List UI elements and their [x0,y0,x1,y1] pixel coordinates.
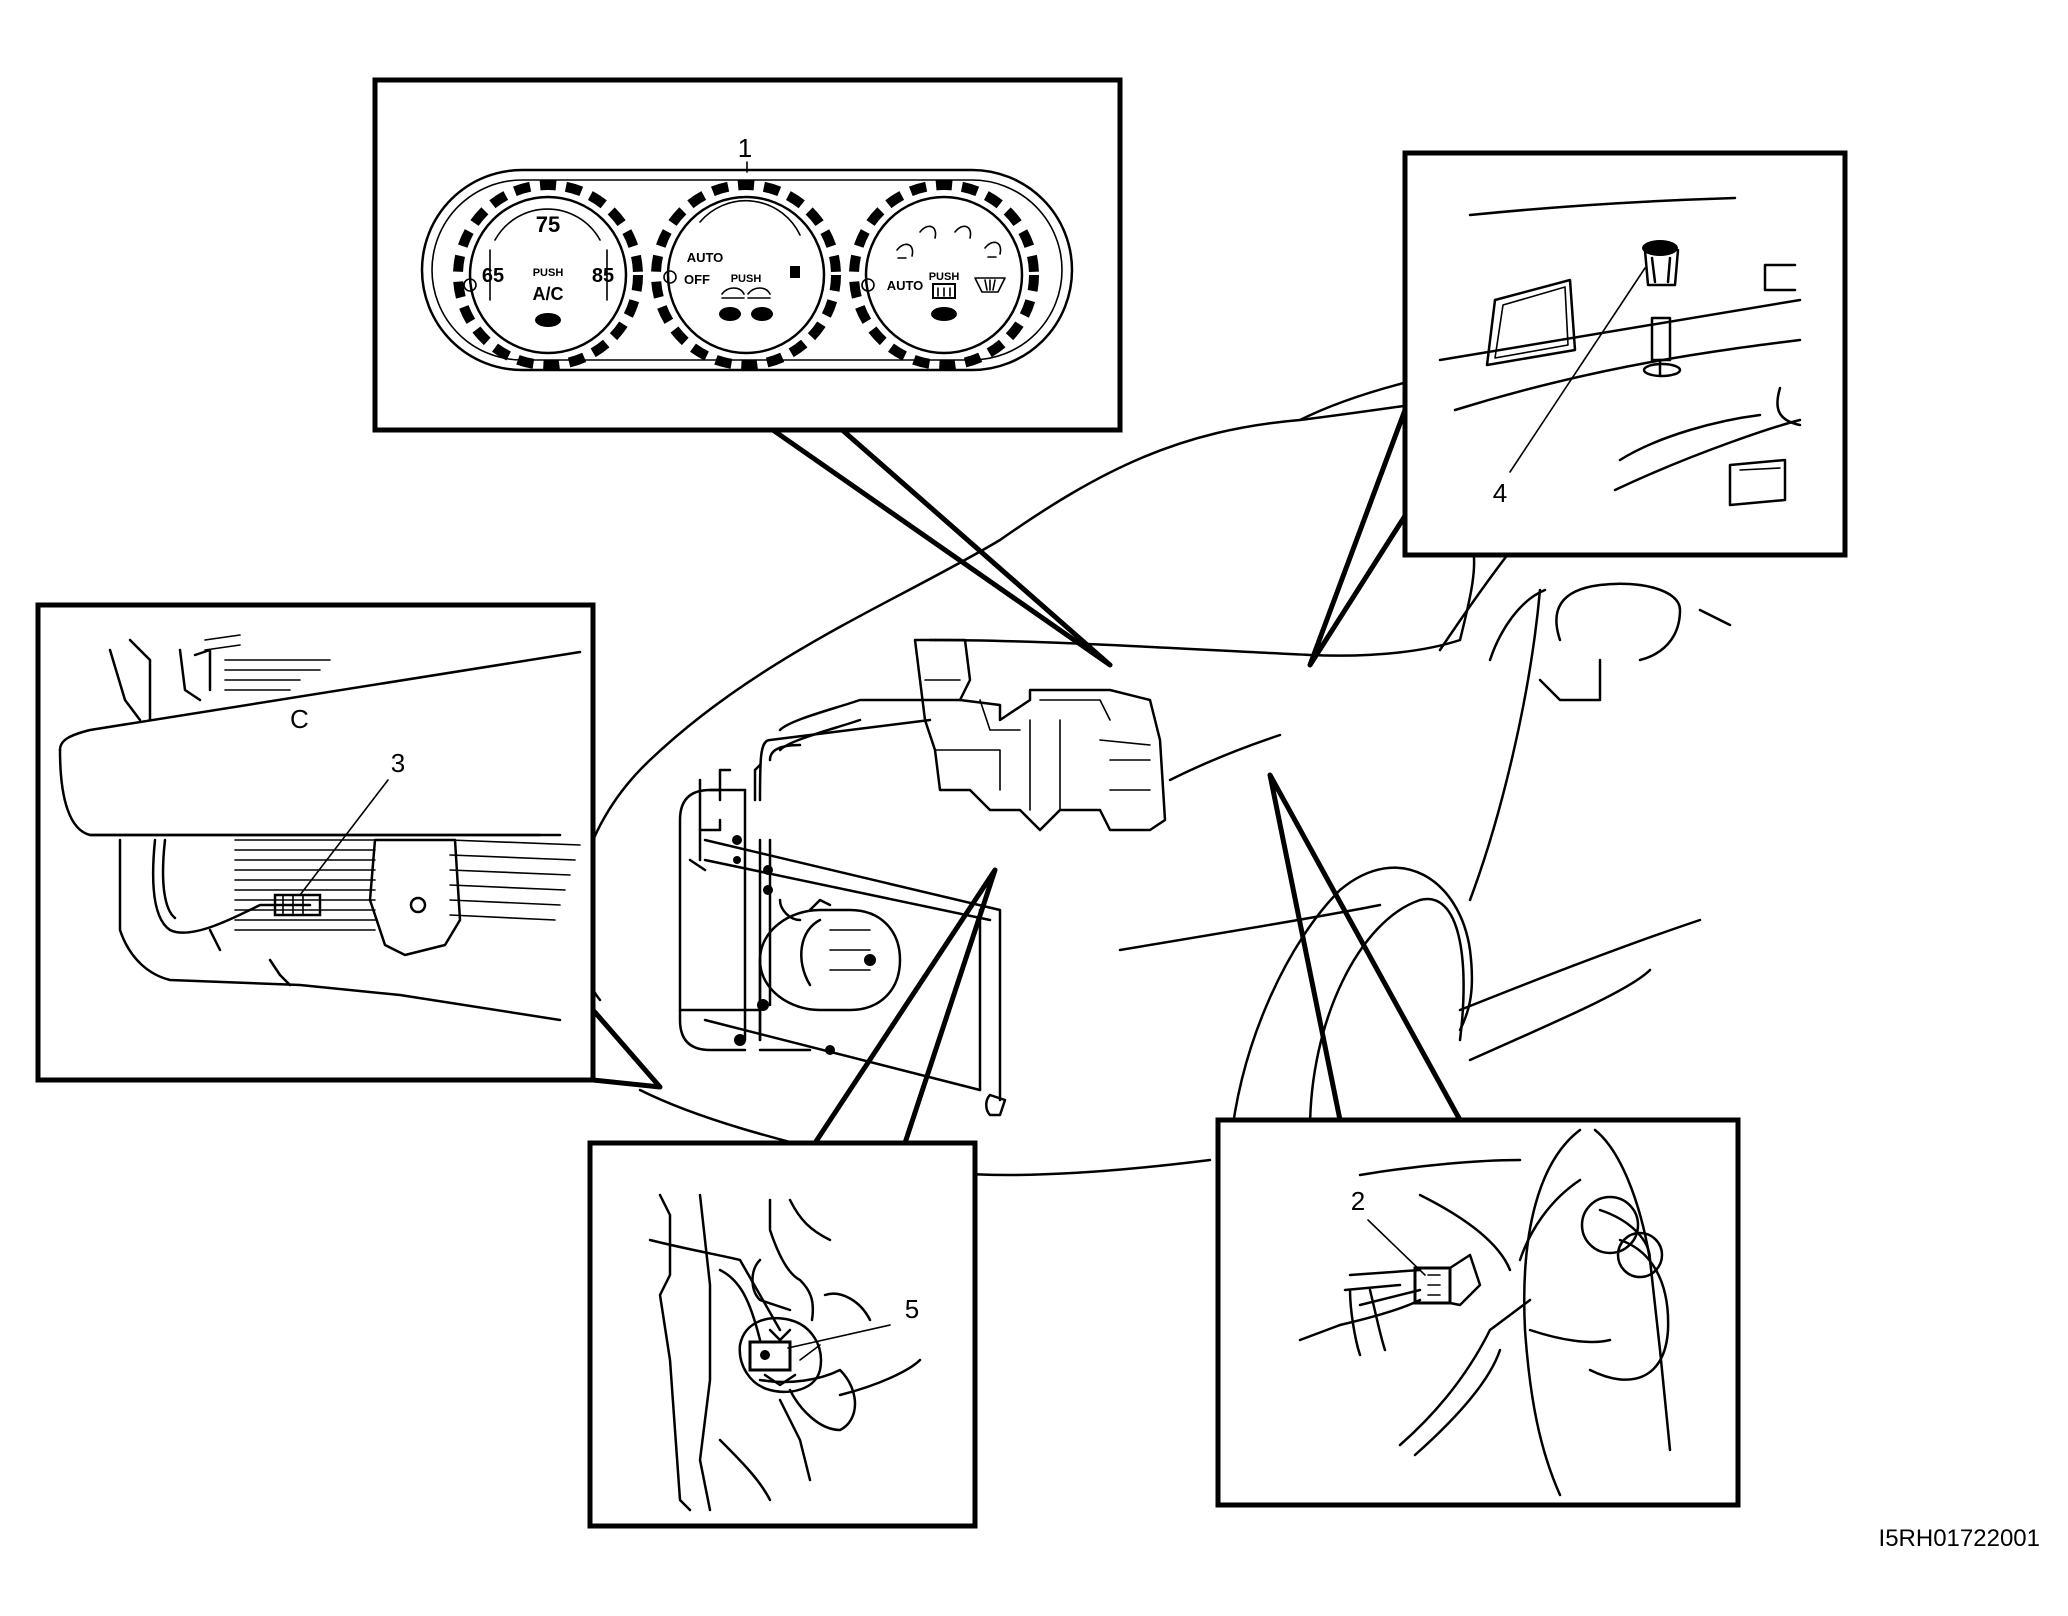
front-defrost-icon [974,277,1006,293]
figure-reference-code: I5RH01722001 [1879,1525,2040,1552]
ac-button-label: A/C [533,284,564,304]
inset-compressor-switch: 5 [587,1140,978,1529]
temp-mark-65: 65 [482,265,504,287]
ac-button[interactable] [535,313,561,327]
sunload-sensor [1642,240,1682,378]
fan-button-left[interactable] [719,307,741,321]
air-mode-dial[interactable]: AUTO PUSH [849,180,1039,370]
temp-mark-75: 75 [536,212,560,237]
fan-off-label: OFF [684,272,710,287]
fan-button-right[interactable] [751,307,773,321]
pressure-switch [738,1317,823,1394]
fan-push-label: PUSH [731,273,762,285]
fan-max-icon [790,266,800,278]
vent-mode-icons [896,225,1002,259]
mode-auto-label: AUTO [887,278,924,293]
inset-3-mark: C [290,704,309,734]
temp-mark-85: 85 [592,265,614,287]
pressure-sensor [273,893,322,917]
inset-dash-sensor: 4 [1402,150,1848,558]
callout-label-4: 4 [1493,478,1507,508]
ambient-temp-sensor [1298,1253,1482,1357]
callout-pointers [591,409,1463,1145]
temperature-dial[interactable]: 75 65 85 PUSH A/C [453,180,643,370]
callout-label-2: 2 [1351,1186,1365,1216]
fan-speed-dial[interactable]: AUTO OFF PUSH [651,180,841,370]
mode-push-label: PUSH [929,271,960,283]
inset-control-panel: 1 75 65 85 PUSH A/C AUTO OFF PUSH [372,77,1123,433]
ac-push-label: PUSH [533,267,564,279]
inset-front-condenser: C 3 [35,602,596,1083]
fan-auto-label: AUTO [687,250,724,265]
ac-plumbing [678,638,1167,1117]
mode-button[interactable] [931,307,957,321]
callout-label-3: 3 [391,748,405,778]
inset-ambient-sensor: 2 [1215,1117,1741,1508]
rear-defrost-icon [932,283,956,299]
condenser-fins [204,634,581,931]
callout-label-5: 5 [905,1294,919,1324]
callout-label-1: 1 [738,133,752,163]
recirculation-icon [721,287,771,299]
